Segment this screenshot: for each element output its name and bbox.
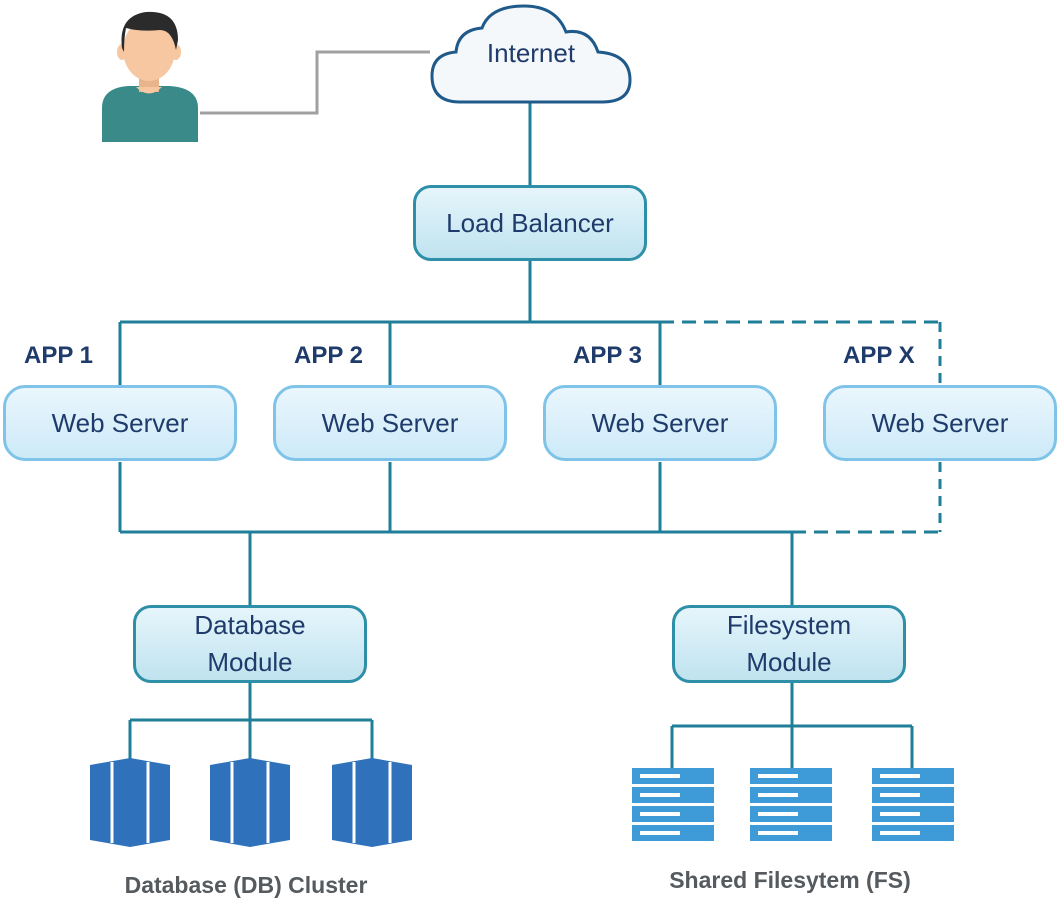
storage-icon [632, 768, 714, 841]
database-server-icon [90, 758, 170, 847]
cloud-icon [430, 4, 632, 104]
storage-icon [872, 768, 954, 841]
web-server-node-x: Web Server [823, 385, 1057, 461]
web-server-label: Web Server [871, 407, 1009, 438]
filesystem-module-node: Filesystem Module [672, 605, 906, 683]
user-internet-link [200, 50, 430, 115]
database-server-icon [210, 758, 290, 847]
filesystem-module-line1: Filesystem [726, 610, 852, 640]
database-module-line2: Module [207, 647, 293, 677]
app-label-x: APP X [843, 342, 915, 369]
db-cluster-caption: Database (DB) Cluster [124, 872, 368, 898]
storage-icon [750, 768, 832, 841]
web-server-node-1: Web Server [3, 385, 237, 461]
filesystem-module-line2: Module [746, 647, 832, 677]
app-label-3: APP 3 [573, 342, 642, 369]
database-server-icon [332, 758, 412, 847]
web-server-node-3: Web Server [543, 385, 777, 461]
load-balancer-node: Load Balancer [413, 185, 647, 261]
web-server-label: Web Server [591, 407, 729, 438]
database-module-line1: Database [194, 610, 306, 640]
web-server-label: Web Server [321, 407, 459, 438]
app-label-1: APP 1 [24, 342, 93, 369]
web-server-label: Web Server [51, 407, 189, 438]
user-icon [102, 11, 198, 142]
load-balancer-label: Load Balancer [446, 207, 614, 238]
internet-label: Internet [486, 38, 576, 68]
database-module-node: Database Module [133, 605, 367, 683]
fs-caption: Shared Filesytem (FS) [669, 867, 911, 893]
app-label-2: APP 2 [294, 342, 363, 369]
web-server-node-2: Web Server [273, 385, 507, 461]
